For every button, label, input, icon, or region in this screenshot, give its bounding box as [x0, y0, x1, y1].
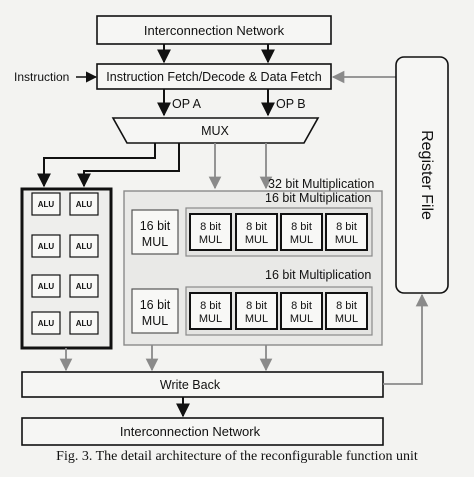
register-file: Register File — [395, 56, 449, 294]
mul8-label-line1: 8 bit — [291, 300, 312, 312]
alu-array: ALU ALU ALU ALU ALU ALU ALU ALU — [20, 187, 113, 350]
mul8-label-line2: MUL — [199, 313, 222, 325]
instruction-label: Instruction — [14, 70, 69, 84]
mul16-label-line2: MUL — [142, 314, 168, 328]
top-network-label: Interconnection Network — [144, 23, 285, 38]
writeback-to-regfile-arrow — [383, 293, 429, 385]
alu-label: ALU — [76, 282, 93, 291]
mul8-label-line2: MUL — [335, 234, 358, 246]
alu-cell: ALU — [69, 311, 99, 335]
register-file-label: Register File — [418, 130, 435, 220]
write-back-label: Write Back — [160, 378, 221, 392]
op-b-label: OP B — [276, 97, 306, 111]
mult16-title: 16 bit Multiplication — [265, 191, 371, 205]
mul16-label-line1: 16 bit — [140, 298, 171, 312]
alu-label: ALU — [76, 319, 93, 328]
alu-cell: ALU — [31, 274, 61, 298]
alu-cell: ALU — [31, 192, 61, 216]
figure-caption: Fig. 3. The detail architecture of the r… — [56, 449, 418, 464]
alu-cell: ALU — [31, 311, 61, 335]
alu-cell: ALU — [69, 234, 99, 258]
mul8-label-line1: 8 bit — [246, 300, 267, 312]
mul8-label-line1: 8 bit — [200, 300, 221, 312]
mux-to-alu-path-1 — [37, 143, 156, 188]
mul8-label-line1: 8 bit — [246, 221, 267, 233]
write-back: Write Back — [21, 371, 384, 398]
mul8-label-line2: MUL — [199, 234, 222, 246]
mult16-title: 16 bit Multiplication — [265, 268, 371, 282]
fetch-unit-label: Instruction Fetch/Decode & Data Fetch — [106, 70, 321, 84]
mul8-label-line1: 8 bit — [336, 221, 357, 233]
mul8-label-line2: MUL — [290, 234, 313, 246]
mux-to-alu-path-2 — [77, 143, 180, 188]
alu-label: ALU — [38, 319, 55, 328]
mul8-label-line1: 8 bit — [200, 221, 221, 233]
bottom-interconnection-network: Interconnection Network — [21, 417, 384, 446]
mul16-label-line2: MUL — [142, 235, 168, 249]
bottom-network-label: Interconnection Network — [120, 424, 261, 439]
alu-label: ALU — [76, 200, 93, 209]
mul8-label-line1: 8 bit — [336, 300, 357, 312]
alu-label: ALU — [38, 200, 55, 209]
mul8-label-line2: MUL — [290, 313, 313, 325]
mul8-label-line2: MUL — [335, 313, 358, 325]
mul8-label-line1: 8 bit — [291, 221, 312, 233]
mul8-label-line2: MUL — [245, 313, 268, 325]
top-interconnection-network: Interconnection Network — [96, 15, 332, 45]
alu-cell: ALU — [31, 234, 61, 258]
alu-cell: ALU — [69, 274, 99, 298]
alu-label: ALU — [76, 242, 93, 251]
mux-label: MUX — [201, 124, 229, 138]
mux: MUX — [111, 117, 320, 144]
op-a-label: OP A — [172, 97, 202, 111]
alu-label: ALU — [38, 242, 55, 251]
mul16-label-line1: 16 bit — [140, 219, 171, 233]
alu-cell: ALU — [69, 192, 99, 216]
mul8-label-line2: MUL — [245, 234, 268, 246]
fetch-decode-unit: Instruction Fetch/Decode & Data Fetch — [96, 63, 332, 90]
alu-label: ALU — [38, 282, 55, 291]
mult32-title: 32 bit Multiplication — [268, 177, 374, 191]
